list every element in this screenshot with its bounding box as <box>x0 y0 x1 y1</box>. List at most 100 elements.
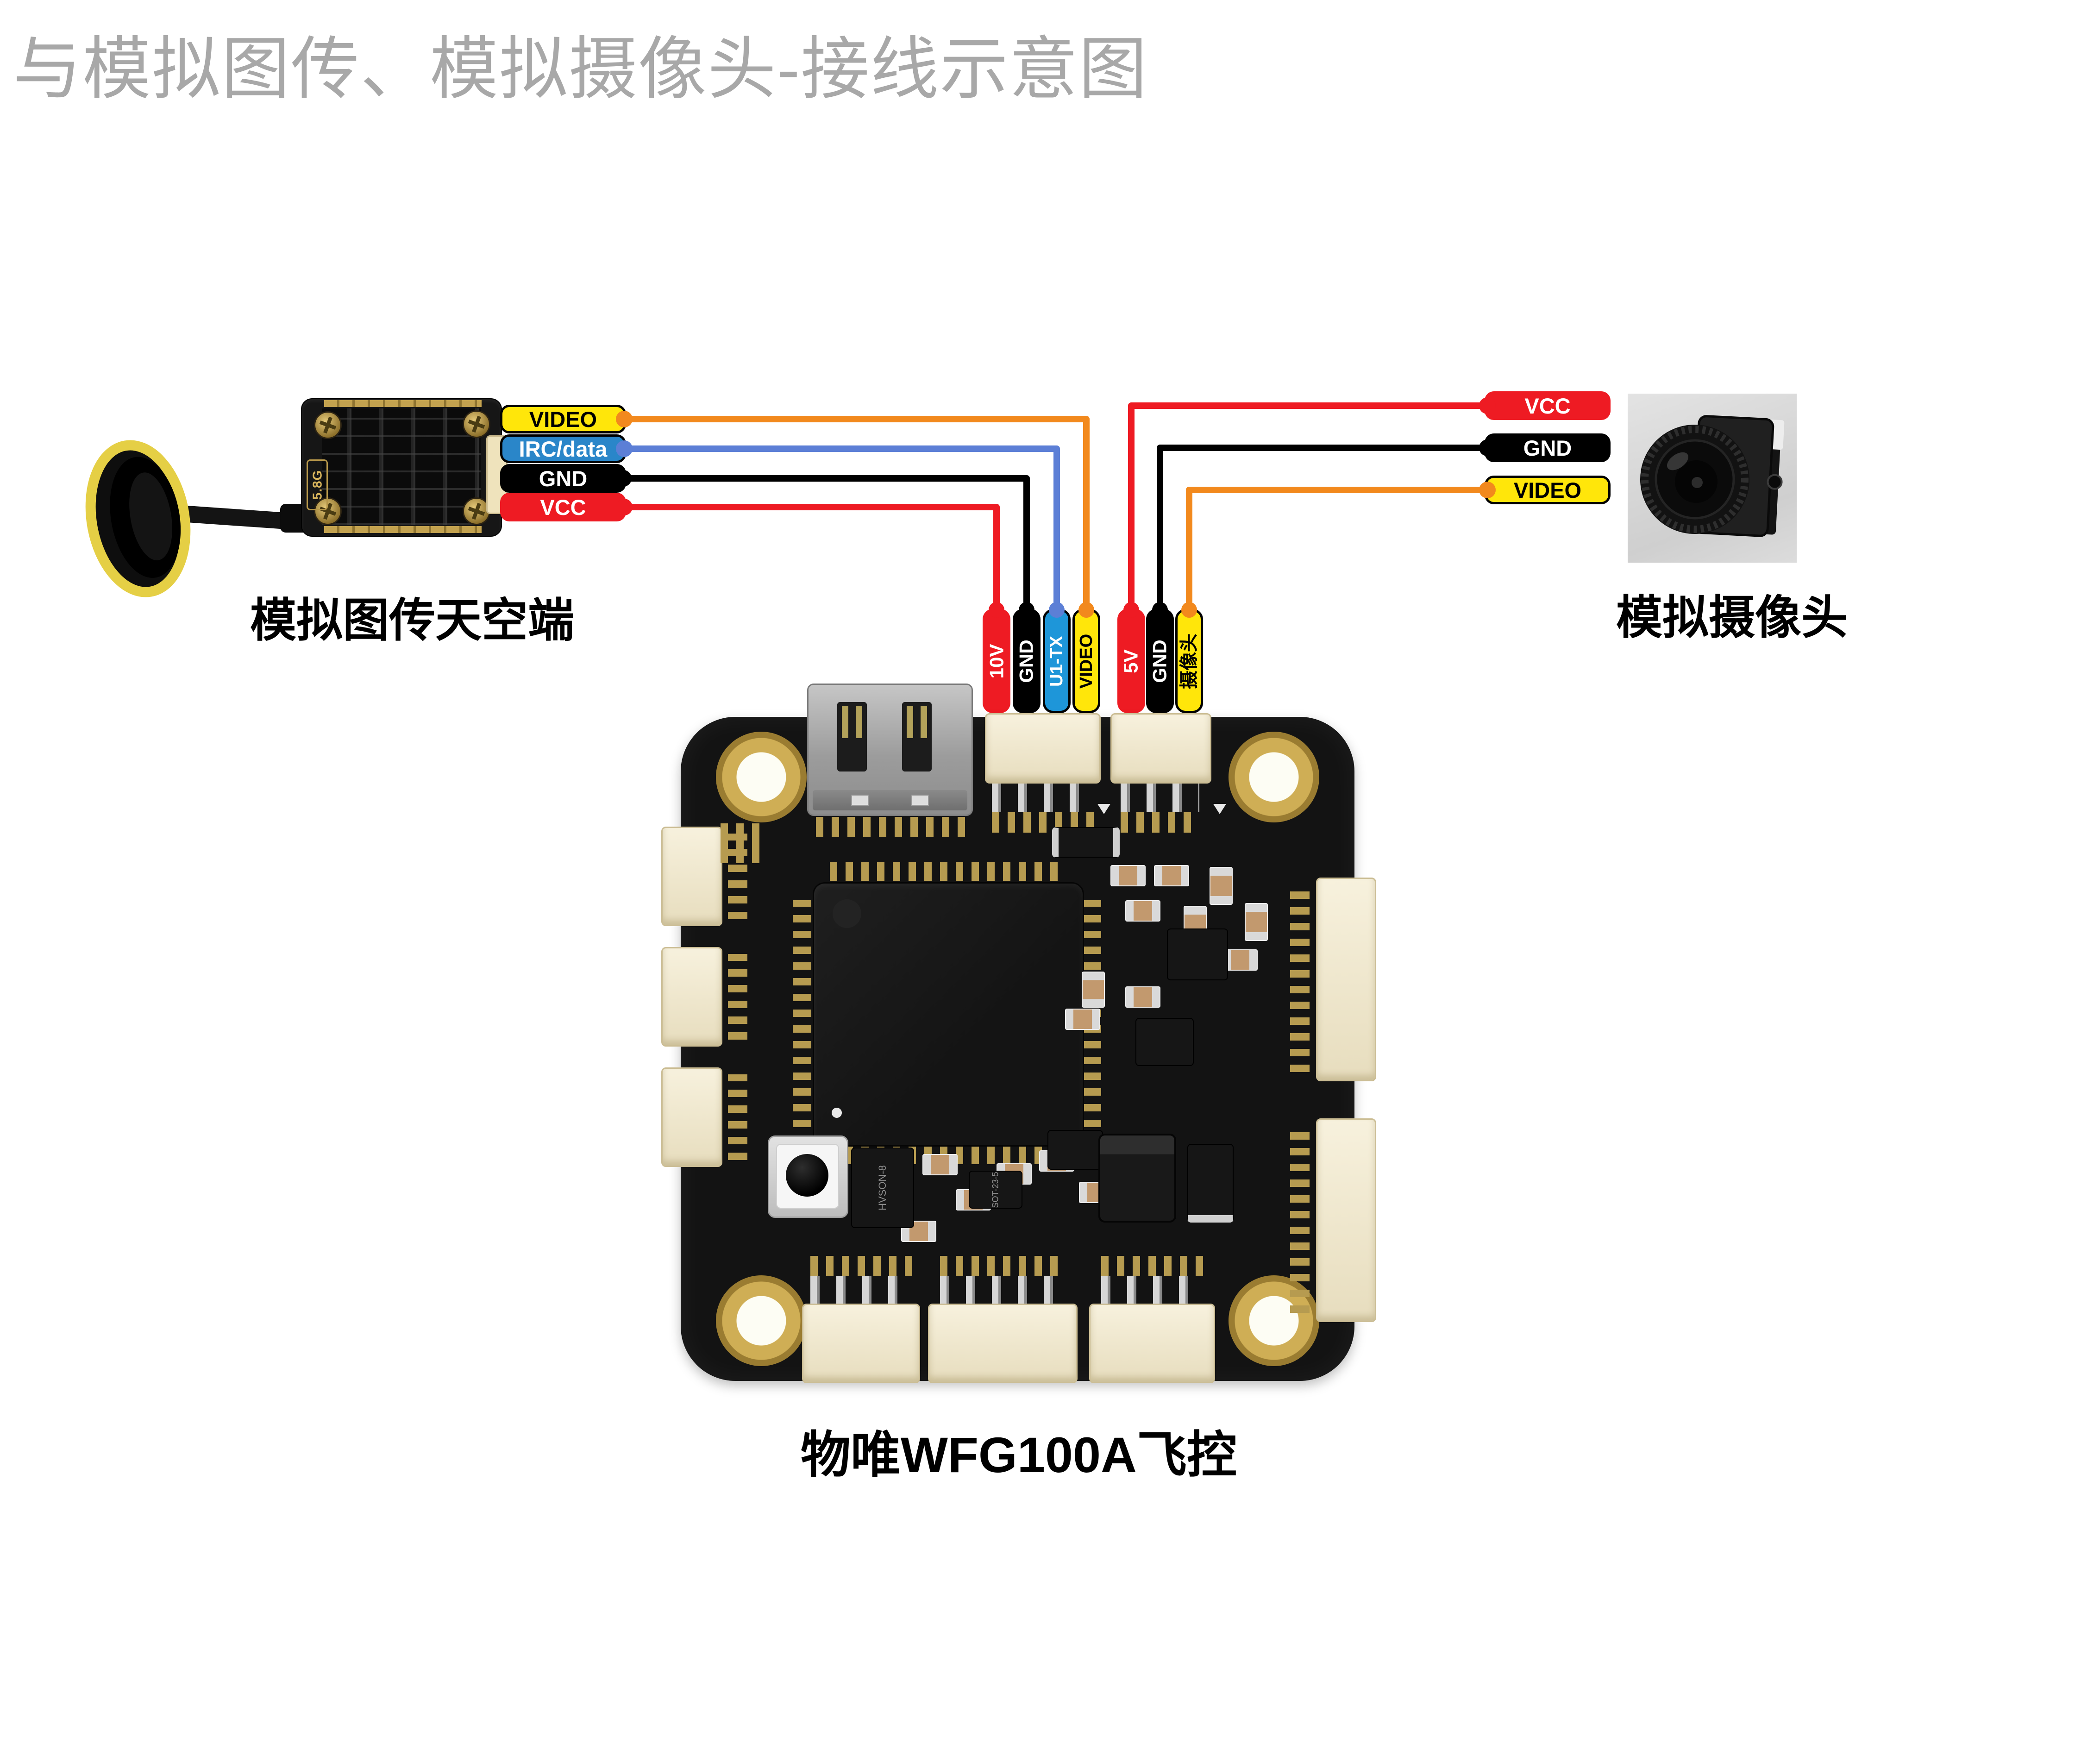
hdmi-latch-right <box>911 795 929 806</box>
camera-video-solder-dot <box>1479 482 1496 498</box>
fc-port-video-dot <box>1078 602 1094 618</box>
capacitor <box>1125 986 1160 1008</box>
camera-gnd-solder-dot <box>1479 439 1496 456</box>
hdmi-slot-left <box>837 702 867 772</box>
capacitor <box>1110 865 1146 886</box>
jst-left-2 <box>661 947 722 1047</box>
jst-top-left-pins <box>992 784 1094 812</box>
mcu-pin1-dimple <box>833 899 861 928</box>
camera-pin-video: VIDEO <box>1485 476 1611 504</box>
wire-cam-gnd <box>1157 445 1491 611</box>
vtx-pin-video: VIDEO <box>500 405 626 433</box>
jst-bottom-3-pins <box>1101 1276 1203 1304</box>
silk-arrow-left <box>1097 804 1110 814</box>
fc-mount-hole-tl <box>716 732 807 822</box>
camera-vcc-solder-dot <box>1479 397 1496 414</box>
regulator-sot23: SOT-23-5 <box>969 1171 1022 1209</box>
pad-array <box>721 823 761 863</box>
capacitor <box>922 1154 958 1175</box>
jst-right-1-pads <box>1290 887 1310 1072</box>
fc-port-10v-dot <box>989 602 1004 618</box>
jst-top-left <box>985 713 1101 784</box>
jst-left-3 <box>661 1067 722 1167</box>
regulator-hvson8: HVSON-8 <box>851 1148 914 1228</box>
jst-bottom-1-pads <box>810 1256 912 1276</box>
vtx-ircdata-solder-dot <box>616 440 633 457</box>
fc-port-gnd1: GND <box>1013 609 1041 713</box>
fc-port-gnd2: GND <box>1146 609 1174 713</box>
boot-button-plunger <box>786 1154 828 1197</box>
hdmi-latch-left <box>851 795 869 806</box>
camera-illustration <box>1640 415 1785 537</box>
capacitor <box>1125 900 1160 922</box>
vtx-pcb-edge-bottom <box>324 526 482 533</box>
camera-pin-gnd: GND <box>1485 433 1611 462</box>
jst-bottom-2-pins <box>940 1276 1065 1304</box>
jst-bottom-2 <box>928 1304 1078 1383</box>
hdmi-slot-right <box>902 702 932 772</box>
vtx-caption: 模拟图传天空端 <box>250 595 574 646</box>
vtx-pin-gnd: GND <box>500 464 626 493</box>
jst-left-2-pads <box>728 954 747 1040</box>
fc-port-camera: 摄像头 <box>1175 609 1203 713</box>
capacitor <box>1210 867 1233 905</box>
vtx-screw-tl <box>314 411 342 439</box>
baro-chip <box>1135 1018 1194 1066</box>
vtx-pin-ircdata: IRC/data <box>500 434 626 463</box>
wire-vtx-vcc <box>621 504 1000 611</box>
jst-right-1 <box>1316 878 1376 1081</box>
capacitor <box>1065 1009 1100 1030</box>
sot-chip-2 <box>1047 1130 1103 1170</box>
wire-vtx-gnd <box>620 475 1030 611</box>
vtx-screw-br <box>463 497 490 525</box>
capacitor <box>901 1221 936 1242</box>
mcu-chip <box>813 882 1084 1147</box>
vtx-video-solder-dot <box>616 411 633 427</box>
jst-top-right <box>1110 713 1211 784</box>
jst-bottom-3 <box>1089 1304 1215 1383</box>
capacitor <box>1245 903 1268 941</box>
vtx-5g8-badge: 5.8G <box>307 459 328 510</box>
camera-caption: 模拟摄像头 <box>1616 592 1848 644</box>
jst-bottom-1 <box>802 1304 920 1383</box>
vtx-vcc-solder-dot <box>616 499 633 515</box>
vtx-heatsink-fins <box>322 408 481 525</box>
fc-caption: 物唯WFG100A飞控 <box>800 1427 1237 1483</box>
jst-bottom-1-pins <box>810 1276 912 1304</box>
fc-port-camera-dot <box>1181 602 1197 618</box>
wire-cam-video <box>1186 487 1491 611</box>
vtx-screw-bl <box>314 497 342 525</box>
fc-port-u1tx-dot <box>1049 602 1065 618</box>
jst-top-right-pins <box>1121 784 1199 812</box>
wire-vtx-ircdata <box>621 445 1060 611</box>
jst-bottom-2-pads <box>940 1256 1065 1276</box>
mcu-pin1-dot <box>832 1108 842 1118</box>
antenna-stalk <box>171 505 296 530</box>
jst-right-2 <box>1316 1118 1376 1322</box>
capacitor <box>1222 949 1258 971</box>
antenna-cap <box>85 440 191 597</box>
page-title: 与模拟图传、模拟摄像头-接线示意图 <box>13 31 1148 107</box>
fc-port-u1tx: U1-TX <box>1043 609 1071 713</box>
hdmi-pin-row <box>816 817 965 837</box>
diode <box>1052 827 1120 858</box>
jst-right-2-pads <box>1290 1128 1310 1313</box>
mosfet <box>1187 1144 1234 1223</box>
capacitor <box>1082 972 1105 1008</box>
capacitor <box>1154 865 1189 886</box>
vtx-gnd-solder-dot <box>615 470 632 487</box>
vtx-screw-tr <box>463 410 490 438</box>
hdmi-lip <box>813 790 967 810</box>
camera-pin-vcc: VCC <box>1485 391 1611 420</box>
wire-cam-vcc <box>1128 402 1491 611</box>
fc-mount-hole-bl <box>716 1275 807 1366</box>
mcu-pins-left <box>793 900 811 1127</box>
jst-bottom-3-pads <box>1101 1256 1203 1276</box>
fc-port-gnd1-dot <box>1019 602 1034 618</box>
power-inductor <box>1098 1134 1176 1223</box>
fc-mount-hole-tr <box>1229 732 1319 822</box>
vtx-pin-vcc: VCC <box>500 493 626 521</box>
silk-arrow-right <box>1213 804 1226 814</box>
